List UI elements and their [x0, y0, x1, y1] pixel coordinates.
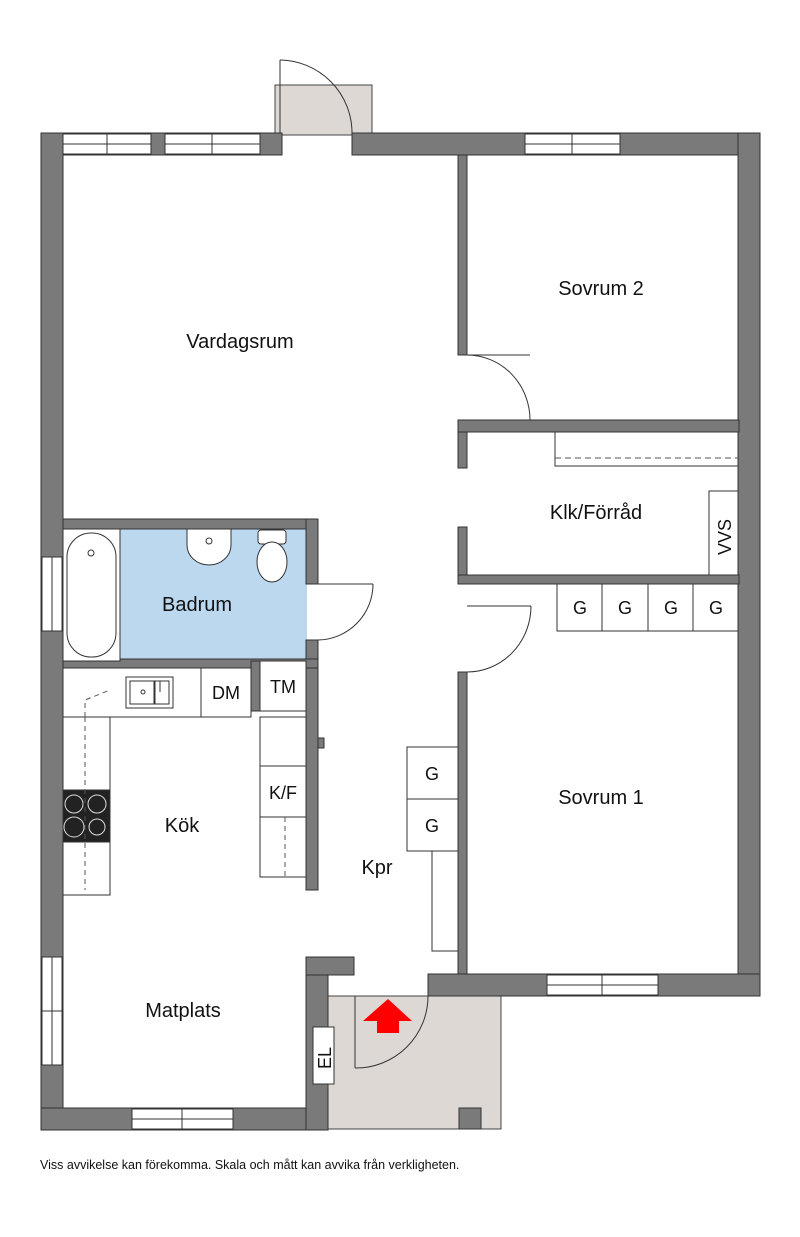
column	[458, 1107, 482, 1130]
label-wardrobe: G	[573, 598, 587, 618]
room-label-sovrum-1: Sovrum 1	[558, 787, 644, 809]
bathroom-fixtures	[62, 528, 288, 662]
room-label-vardagsrum: Vardagsrum	[186, 331, 293, 353]
label-vvs: VVS	[715, 519, 735, 555]
room-label-badrum: Badrum	[162, 594, 232, 616]
room-label-sovrum-2: Sovrum 2	[558, 278, 644, 300]
label-wardrobe: G	[425, 764, 439, 784]
windows	[41, 133, 659, 1130]
label-dm: DM	[212, 683, 240, 703]
room-label-kpr: Kpr	[361, 857, 392, 879]
room-label-klk-forrad: Klk/Förråd	[550, 502, 642, 524]
disclaimer-text: Viss avvikelse kan förekomma. Skala och …	[40, 1158, 460, 1172]
kitchen-upper-cabinet-outline	[84, 689, 111, 890]
entrance-landing	[327, 995, 502, 1130]
label-wardrobe: G	[664, 598, 678, 618]
label-el: EL	[315, 1047, 335, 1069]
room-label-kok: Kök	[165, 815, 200, 837]
wardrobes	[312, 490, 739, 1085]
room-label-matplats: Matplats	[145, 1000, 221, 1022]
doors	[279, 59, 532, 1069]
label-wardrobe: G	[425, 816, 439, 836]
balcony	[274, 84, 373, 136]
label-kf: K/F	[269, 783, 297, 803]
kitchen-fixtures	[62, 660, 307, 896]
shelf-outline	[554, 432, 738, 467]
label-wardrobe: G	[709, 598, 723, 618]
label-tm: TM	[270, 677, 296, 697]
entrance-arrow-icon	[363, 999, 412, 1033]
label-wardrobe: G	[618, 598, 632, 618]
